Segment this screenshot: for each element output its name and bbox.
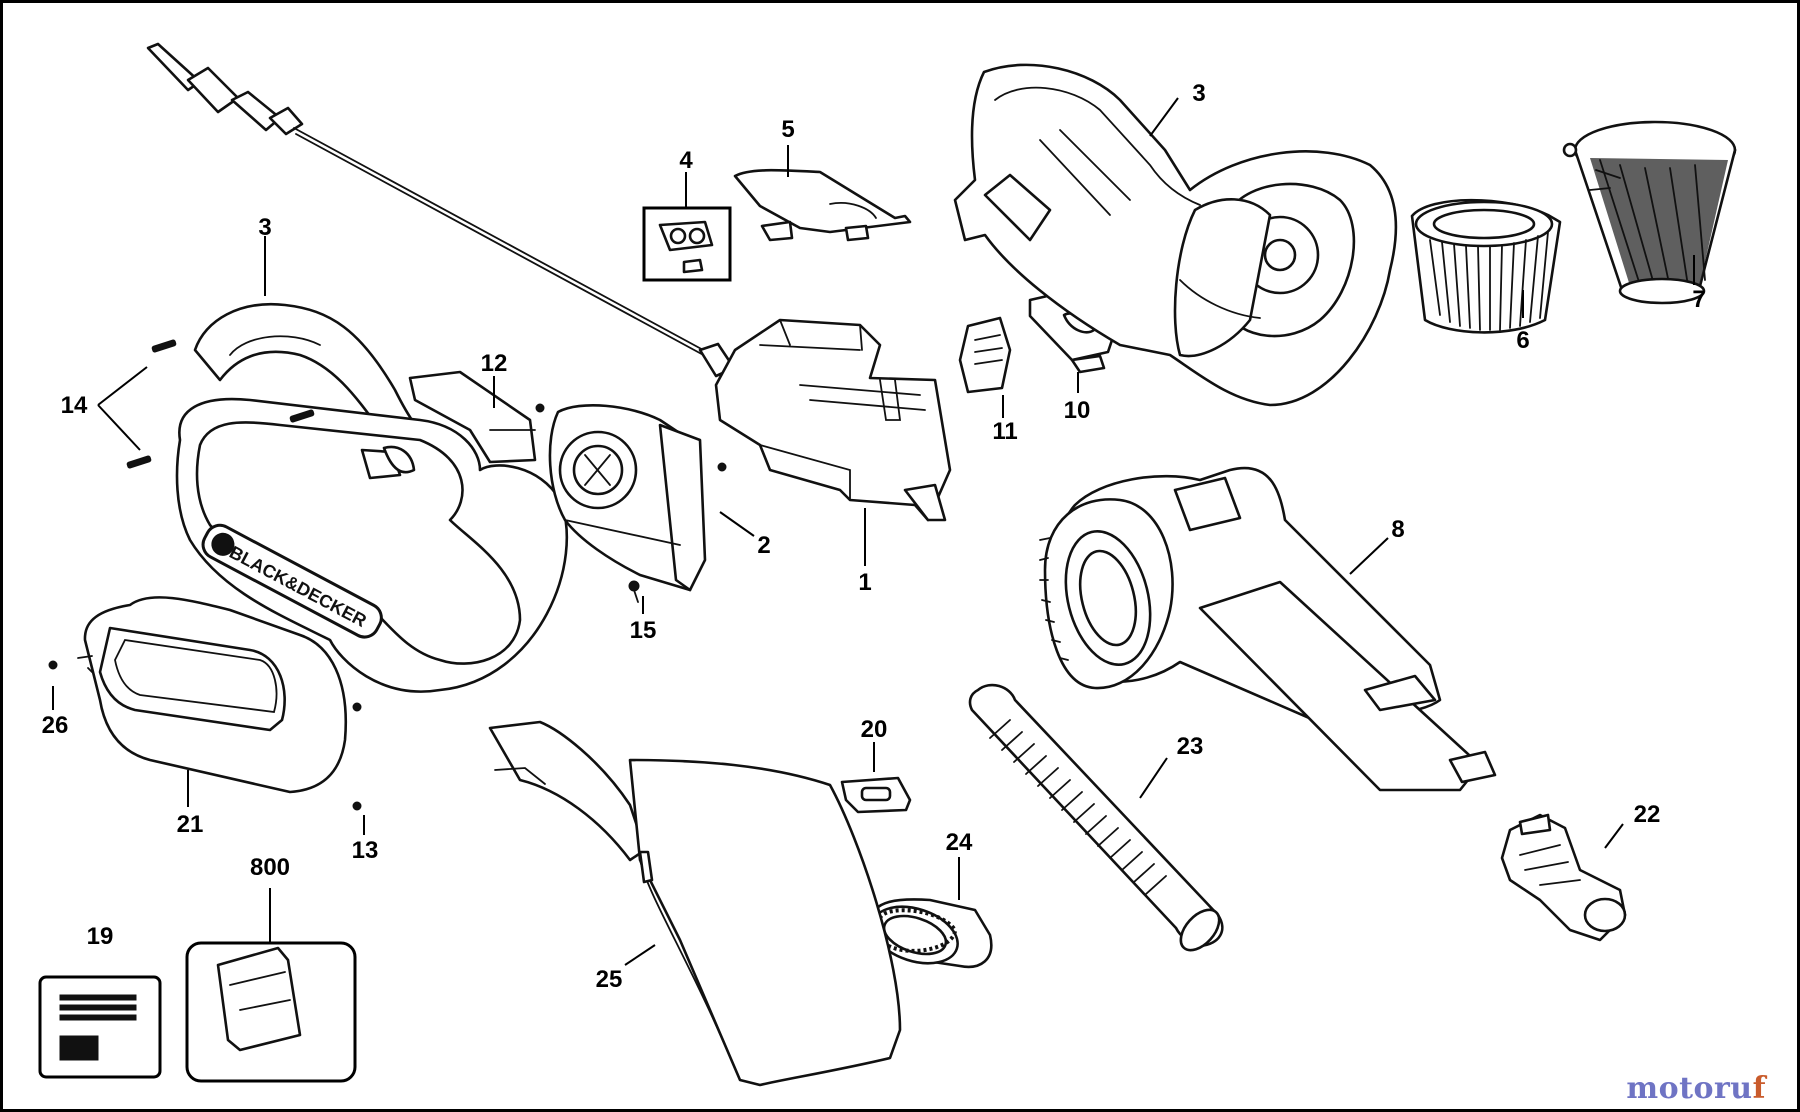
- callout-15: 15: [630, 617, 657, 644]
- cover-plate-5: [733, 168, 912, 242]
- fan-housing-2: [535, 403, 727, 592]
- main-housing: BLACK&DECKER: [175, 397, 569, 693]
- screws-14: [126, 339, 315, 469]
- callout-2: 2: [757, 532, 770, 559]
- handle-housing-right: [953, 63, 1398, 407]
- callout-3-left: 3: [258, 214, 271, 241]
- screw-15: [628, 580, 640, 603]
- callout-11: 11: [992, 418, 1017, 445]
- clip-4: [642, 206, 732, 282]
- mesh-filter-7: [1562, 120, 1737, 305]
- button-20: [840, 776, 912, 814]
- callout-19: 19: [87, 923, 114, 950]
- filter-cover-21: [77, 596, 348, 794]
- callout-5: 5: [781, 116, 794, 143]
- foam-pad-12: [408, 370, 537, 464]
- pleated-filter-6: [1410, 198, 1562, 334]
- power-cord-with-plug: [146, 42, 736, 378]
- label-19: [38, 975, 162, 1079]
- callout-20: 20: [861, 716, 888, 743]
- brush-nozzle-24: [870, 898, 993, 969]
- crevice-tool-25: [488, 720, 902, 1087]
- callout-1: 1: [858, 569, 871, 596]
- callout-24: 24: [946, 829, 973, 856]
- callout-labels: 3 14 12 4 5 3 6 7 11 10 2 1 15 8 26 21 1…: [42, 80, 1706, 993]
- site-watermark: motoruf: [1626, 1071, 1766, 1106]
- watermark-part2: f: [1752, 1071, 1766, 1106]
- callout-10: 10: [1064, 397, 1091, 424]
- brand-hexagon-icon: [211, 532, 235, 556]
- connector-11: [958, 316, 1012, 394]
- callout-6: 6: [1516, 327, 1529, 354]
- adapter-22: [1500, 813, 1627, 942]
- callout-23: 23: [1177, 733, 1204, 760]
- motor-chassis-1: [714, 318, 952, 522]
- callout-12: 12: [481, 350, 508, 377]
- callout-3-right: 3: [1192, 80, 1205, 107]
- callout-21: 21: [177, 811, 204, 838]
- filter-pleats: [1429, 231, 1549, 331]
- watermark-part1: motoru: [1626, 1071, 1753, 1106]
- callout-26: 26: [42, 712, 69, 739]
- leader-lines: [52, 97, 1695, 966]
- callout-8: 8: [1391, 516, 1404, 543]
- label-19-box: [38, 975, 162, 1079]
- callout-4: 4: [679, 147, 693, 174]
- callout-7: 7: [1692, 286, 1705, 313]
- parts-bag-800: [185, 941, 357, 1083]
- callout-14: 14: [61, 392, 88, 419]
- callout-800: 800: [250, 854, 290, 881]
- screws-13-26: [48, 660, 362, 811]
- dust-bowl-8: [1039, 466, 1497, 792]
- brand-badge-plate: [201, 523, 383, 639]
- callout-13: 13: [352, 837, 379, 864]
- callout-22: 22: [1634, 801, 1661, 828]
- hose-ribs: [989, 719, 1167, 895]
- callout-25: 25: [596, 966, 623, 993]
- flexible-hose-23: [968, 683, 1224, 952]
